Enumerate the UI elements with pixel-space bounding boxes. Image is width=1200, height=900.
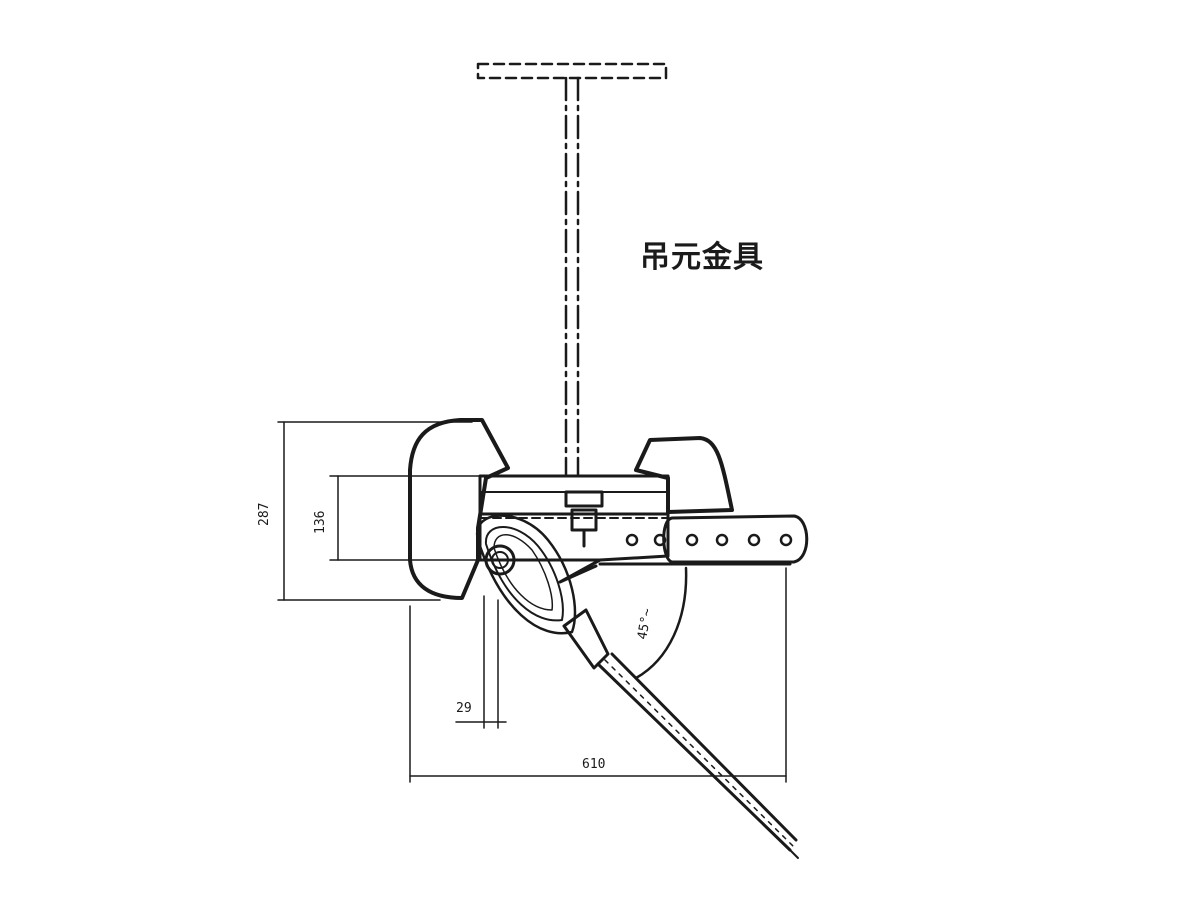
dim-overall-height-label: 287 (257, 503, 272, 526)
dim-inner-height: 136 (313, 475, 481, 561)
adjust-bar-outline (662, 514, 809, 564)
dim-length-label: 610 (582, 757, 605, 772)
adjust-hole (747, 533, 761, 547)
dim-offset-label: 29 (456, 701, 472, 716)
rope-sleeve (562, 608, 610, 670)
angle-arc (634, 566, 688, 680)
thimble-inner (484, 526, 564, 622)
dim-overall-height: 287 (257, 421, 473, 601)
rope-center (604, 659, 794, 847)
pin-outer (484, 544, 516, 576)
adjust-hole (779, 533, 793, 547)
adjust-hole (653, 533, 667, 547)
rope-right (610, 652, 798, 842)
dim-offset: 29 (455, 595, 507, 729)
adjust-hole (625, 533, 639, 547)
thimble-inner-2 (493, 534, 554, 611)
adjust-hole (715, 533, 729, 547)
hanger-fitting (476, 62, 668, 477)
angle-label: 45°~ (635, 607, 655, 641)
bolt-head (564, 490, 604, 508)
adjust-hole (685, 533, 699, 547)
hanger-label: 吊元金具 (640, 240, 764, 275)
pin-inner (491, 551, 509, 569)
rope-end (789, 849, 799, 859)
rope-left (596, 662, 792, 852)
right-jaw (634, 436, 734, 514)
body-lower-outline (478, 512, 670, 562)
tail-slot (558, 558, 602, 584)
wire-rope (475, 514, 799, 859)
dim-length: 610 (409, 567, 787, 783)
hanger-crossbar (476, 62, 668, 80)
body-top-plate (478, 474, 670, 516)
thimble-outer (475, 514, 577, 635)
left-jaw (408, 418, 510, 600)
bolt (564, 490, 604, 548)
adjust-bar (598, 514, 809, 566)
dim-inner-height-label: 136 (313, 511, 328, 534)
